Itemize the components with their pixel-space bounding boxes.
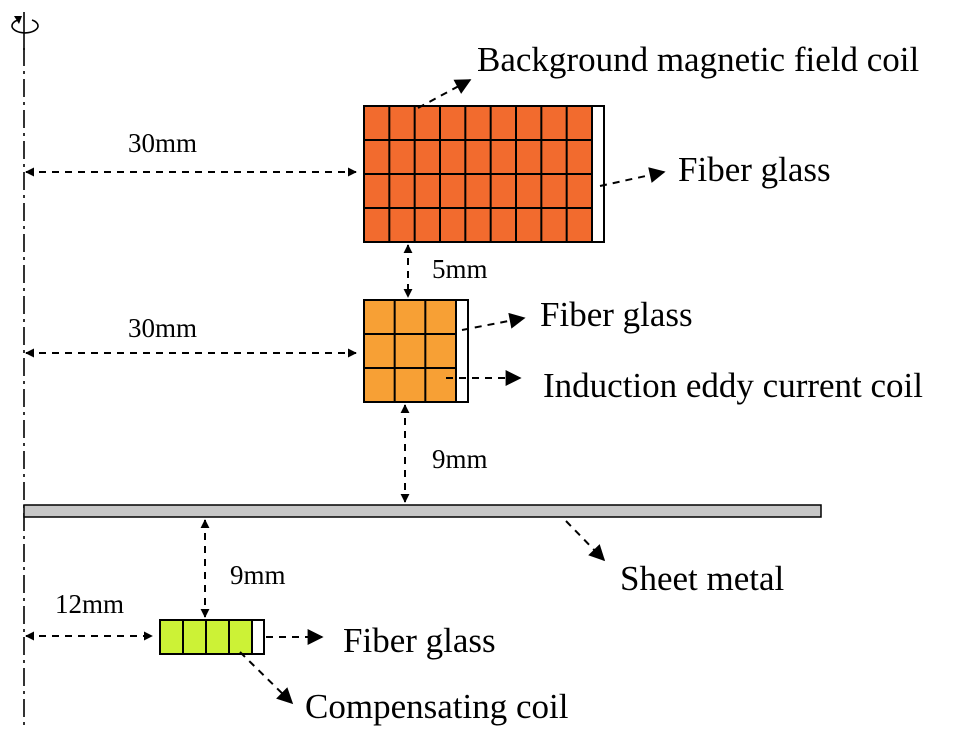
sheet-gap-dimension: 9mm [432,444,488,474]
compensating-coil [159,619,265,655]
compensating-coil-windings [182,620,230,654]
fiber-glass-bottom-layer [251,619,265,655]
sheet-metal [23,504,822,518]
induction-coil-windings [364,300,456,402]
bg-offset-dimension: 30mm [128,128,197,158]
induction-coil-body [364,300,456,402]
sheet-metal-label: Sheet metal [620,559,785,598]
sheet-metal-callout [565,520,606,562]
comp-offset-dimension: 12mm [55,589,124,619]
rotation-axis-icon [11,12,39,50]
induction-coil-label: Induction eddy current coil [543,366,923,405]
fiber-glass-mid-layer [455,299,469,403]
compensating-coil-label: Compensating coil [305,687,569,726]
fiber-glass-top-callout [599,167,666,187]
fiber-glass-mid-callout [461,312,526,331]
comp-gap-dimension: 9mm [230,560,286,590]
background-coil-callout [417,79,472,109]
induction-offset-dimension: 30mm [128,313,197,343]
background-coil-label: Background magnetic field coil [477,40,919,79]
background-coil-windings [364,106,592,242]
compensating-coil-callout [239,651,294,705]
fiber-glass-bottom-label: Fiber glass [343,621,496,660]
coil-gap-dimension: 5mm [432,254,488,284]
background-coil [363,105,605,243]
induction-coil [363,299,469,403]
fiber-glass-mid-label: Fiber glass [540,295,693,334]
fiber-glass-top-layer [591,105,605,243]
fiber-glass-top-label: Fiber glass [678,150,831,189]
